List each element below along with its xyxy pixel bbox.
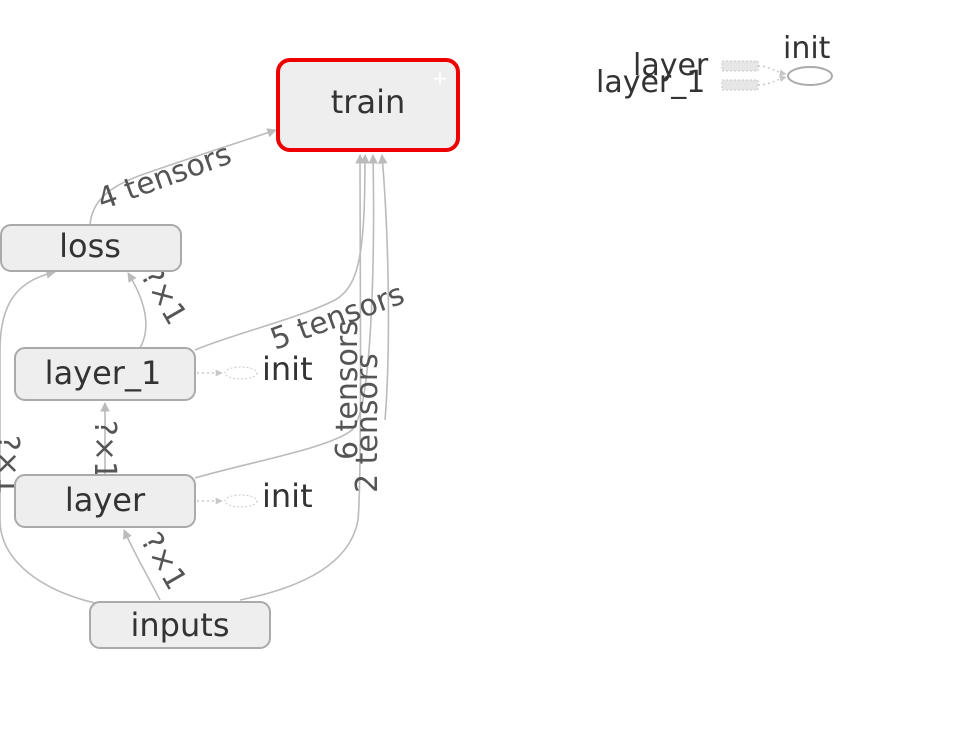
init-node-layer_1-shape[interactable] — [224, 366, 258, 380]
edge-label-loss-to-train: 4 tensors — [93, 137, 236, 218]
edge-loss-to-train[interactable] — [89, 128, 277, 226]
node-loss-label: loss — [59, 227, 121, 265]
aux-node-area: layer layer_1 init — [596, 31, 833, 100]
edge-label-layer-to-layer_1: ?×1 — [87, 420, 122, 480]
init-layer-label[interactable]: init — [262, 477, 313, 515]
node-train-label: train — [331, 83, 405, 121]
aux-init-label[interactable]: init — [783, 31, 831, 66]
aux-layer-label[interactable]: layer — [633, 48, 709, 83]
edge-inputs-to-train[interactable] — [239, 154, 365, 601]
init-layer_1-label[interactable]: init — [262, 350, 313, 388]
edge-label-inputs-to-layer: ?×1 — [133, 527, 193, 597]
node-train[interactable]: train + — [276, 58, 460, 152]
node-inputs[interactable]: inputs — [89, 601, 271, 649]
node-inputs-label: inputs — [131, 606, 230, 644]
edge-label-inputs-to-train: 2 tensors — [350, 353, 385, 493]
edge-inputs-to-layer[interactable] — [123, 529, 161, 601]
init-links — [197, 369, 223, 505]
edge-layer-to-train[interactable] — [194, 154, 378, 479]
edge-extra-to-train[interactable] — [377, 154, 390, 421]
node-loss[interactable]: loss — [0, 224, 182, 272]
init-node-layer-shape[interactable] — [224, 494, 258, 508]
node-layer[interactable]: layer — [14, 474, 196, 528]
edge-layer_1-to-loss[interactable] — [127, 272, 147, 349]
edge-label-layer-to-train: 6 tensors — [330, 320, 365, 460]
aux-layer_1-label[interactable]: layer_1 — [596, 65, 705, 100]
node-layer_1[interactable]: layer_1 — [14, 347, 196, 401]
edge-inputs-to-loss[interactable] — [0, 269, 96, 604]
edge-layer_1-to-train[interactable] — [194, 154, 370, 351]
node-layer_1-label: layer_1 — [45, 354, 162, 392]
aux-edge-layer-to-init — [757, 65, 787, 77]
aux-init-node-shape[interactable] — [787, 66, 833, 86]
edges — [0, 128, 390, 604]
node-layer-label: layer — [65, 481, 146, 519]
expand-plus-icon[interactable]: + — [432, 66, 449, 90]
aux-edge-layer_1-to-init — [757, 75, 787, 86]
aux-layer_1-stub[interactable] — [721, 79, 759, 91]
aux-layer-stub[interactable] — [721, 60, 759, 72]
